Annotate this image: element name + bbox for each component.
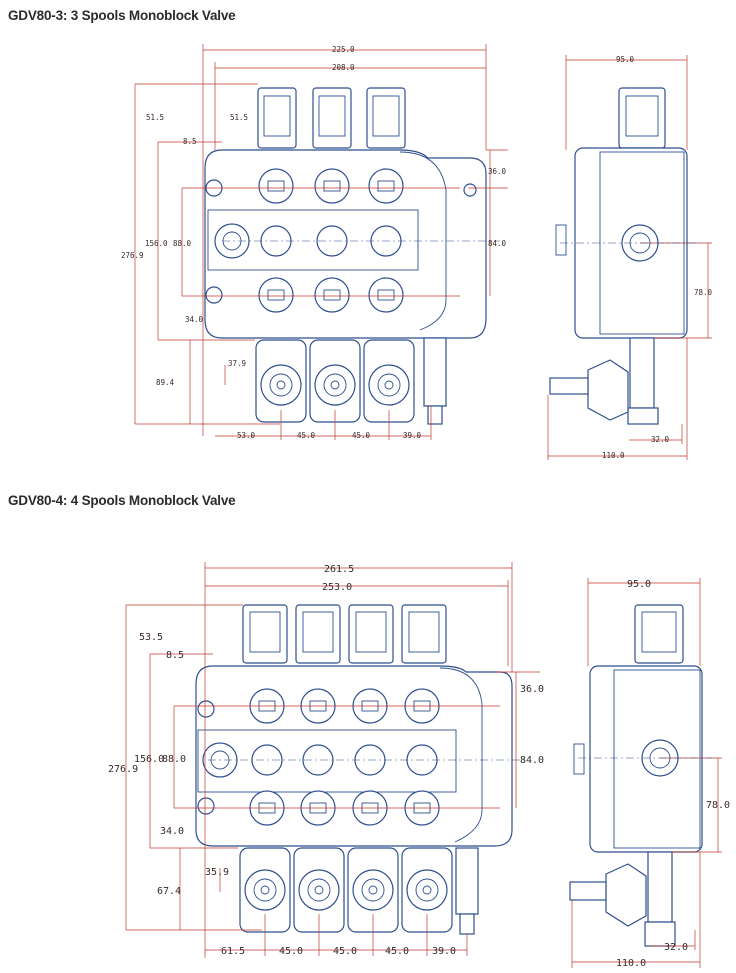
dim-handle-offset-4: 35.9: [205, 867, 229, 878]
dim-pitch-a-4: 61.5: [221, 946, 245, 957]
side-dim-total: 110.0: [602, 451, 625, 460]
side-view-3-spool: 95.0 78.0 32.0 110.0: [547, 55, 713, 460]
dim-port-offset-4: 8.5: [166, 650, 184, 661]
dim-top-offset-4: 53.5: [139, 632, 163, 643]
dim-lower-offset: 34.0: [185, 315, 204, 324]
dim-upper-port: 36.0: [488, 167, 507, 176]
dim-mid-height: 156.0: [145, 239, 168, 248]
dim-top-offset: 51.5: [146, 113, 164, 122]
top-handles: [257, 87, 406, 149]
dim-total-height: 276.9: [121, 251, 144, 260]
dimension-labels-4: 261.5 253.0 53.5 8.5 276.9 156.0 88.0 36…: [108, 564, 544, 957]
dim-pitch-b-4: 45.0: [279, 946, 303, 957]
side-dimension-lines-4: [571, 578, 722, 968]
dim-handle-height-4: 67.4: [157, 886, 181, 897]
dim-handle-offset: 37.9: [228, 359, 246, 368]
dimension-labels: 225.0 208.0 51.5 51.5 8.5 276.9 156.0 88…: [121, 45, 507, 440]
dim-pitch-d-4: 45.0: [385, 946, 409, 957]
side-dim-total-4: 110.0: [616, 958, 646, 969]
front-view-4-spool: 261.5 253.0 53.5 8.5 276.9 156.0 88.0 36…: [108, 562, 544, 958]
bottom-caps: [255, 337, 447, 425]
dim-inner-width-4: 253.0: [322, 582, 352, 593]
dim-mid-height-4: 156.0: [134, 754, 164, 765]
dim-upper-port-4: 36.0: [520, 684, 544, 695]
valve-body-4: [195, 665, 513, 847]
side-dim-height: 78.0: [694, 288, 713, 297]
front-view-3-spool: 225.0 208.0 51.5 51.5 8.5 276.9 156.0 88…: [121, 44, 508, 440]
dim-pitch-c-4: 45.0: [333, 946, 357, 957]
bottom-caps-4: [239, 847, 479, 935]
side-dim-small-4: 32.0: [664, 942, 688, 953]
dim-handle-height: 89.4: [156, 378, 175, 387]
dim-inner-height-4: 88.0: [162, 754, 186, 765]
dim-pitch-e-4: 39.0: [432, 946, 456, 957]
side-dim-height-4: 78.0: [706, 800, 730, 811]
dim-pitch-d: 39.0: [403, 431, 422, 440]
dim-top-offset-b: 51.5: [230, 113, 248, 122]
drawing-title-4-spool: GDV80-4: 4 Spools Monoblock Valve: [8, 493, 236, 508]
dim-pitch-a: 53.0: [237, 431, 256, 440]
dim-inner-width: 208.0: [332, 63, 355, 72]
side-dimension-lines: [547, 55, 712, 460]
dim-overall-width: 225.0: [332, 45, 355, 54]
dim-overall-width-4: 261.5: [324, 564, 354, 575]
dim-inner-height: 88.0: [173, 239, 192, 248]
dim-total-height-4: 276.9: [108, 764, 138, 775]
drawing-title-3-spool: GDV80-3: 3 Spools Monoblock Valve: [8, 8, 236, 23]
side-dim-width-4: 95.0: [627, 579, 651, 590]
dim-lower-offset-4: 34.0: [160, 826, 184, 837]
dim-port-offset: 8.5: [183, 137, 197, 146]
dim-center-port: 84.0: [488, 239, 507, 248]
dim-center-port-4: 84.0: [520, 755, 544, 766]
dimension-lines: [134, 44, 508, 440]
side-dim-width: 95.0: [616, 55, 635, 64]
dimension-lines-4: [125, 562, 540, 958]
dim-pitch-c: 45.0: [352, 431, 371, 440]
top-handles-4: [242, 604, 447, 664]
side-dim-small: 32.0: [651, 435, 670, 444]
side-view-4-spool: 95.0 78.0 32.0 110.0: [569, 578, 730, 969]
dim-pitch-b: 45.0: [297, 431, 316, 440]
